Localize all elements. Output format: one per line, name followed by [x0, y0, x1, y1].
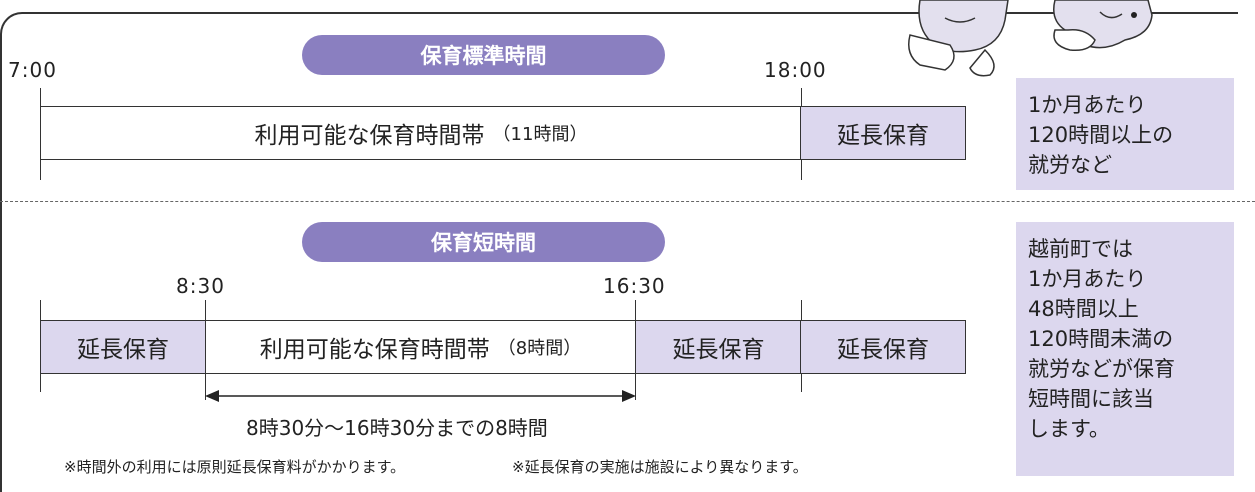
short-note-line: 就労などが保育	[1028, 357, 1175, 381]
standard-note-line: 就労など	[1028, 153, 1112, 177]
footnote-right: ※延長保育の実施は施設により異なります。	[512, 458, 808, 476]
character-illustration	[908, 0, 1153, 77]
short-note-line: 越前町では	[1028, 237, 1133, 261]
standard-main-hours: （11時間）	[492, 124, 588, 145]
standard-extension-bar: 延長保育	[800, 106, 966, 160]
short-extension-right-bar: 延長保育	[800, 320, 966, 374]
standard-title-pill: 保育標準時間	[302, 35, 665, 75]
short-time-start: 8:30	[176, 274, 225, 298]
span-caption: 8時30分〜16時30分までの8時間	[246, 416, 548, 440]
standard-note-line: 120時間以上の	[1028, 123, 1174, 147]
short-main-bar: 利用可能な保育時間帯 （8時間）	[205, 320, 636, 374]
character-left	[908, 0, 1009, 77]
short-extension-right-label: 延長保育	[837, 337, 929, 363]
footnote-left: ※時間外の利用には原則延長保育料がかかります。	[64, 458, 406, 476]
diagram-frame	[0, 12, 1238, 492]
standard-time-end: 18:00	[764, 58, 827, 82]
standard-extension-label: 延長保育	[837, 123, 929, 149]
short-extension-mid-label: 延長保育	[672, 337, 765, 363]
short-extension-mid-bar: 延長保育	[635, 320, 802, 374]
short-note-line: 120時間未満の	[1028, 327, 1174, 351]
short-main-hours: （8時間）	[497, 338, 582, 359]
short-extension-left-label: 延長保育	[77, 337, 169, 363]
section-divider	[0, 201, 1255, 202]
short-note-line: 1か月あたり	[1028, 267, 1147, 291]
standard-title: 保育標準時間	[420, 44, 547, 68]
short-note-line: します。	[1028, 417, 1110, 441]
short-note-line: 短時間に該当	[1028, 387, 1154, 411]
short-main-label: 利用可能な保育時間帯	[259, 337, 490, 363]
standard-main-bar: 利用可能な保育時間帯 （11時間）	[40, 106, 802, 160]
span-arrow	[205, 390, 636, 402]
character-right	[1053, 0, 1153, 52]
standard-note-box: 1か月あたり 120時間以上の 就労など	[1016, 78, 1234, 190]
short-note-line: 48時間以上	[1028, 297, 1139, 321]
standard-note-line: 1か月あたり	[1028, 93, 1147, 117]
short-extension-left-bar: 延長保育	[40, 320, 206, 374]
standard-main-label: 利用可能な保育時間帯	[254, 123, 485, 149]
short-title-pill: 保育短時間	[302, 222, 665, 262]
short-title: 保育短時間	[431, 231, 536, 255]
short-time-end: 16:30	[603, 274, 666, 298]
standard-time-start: 7:00	[8, 58, 57, 82]
short-note-box: 越前町では 1か月あたり 48時間以上 120時間未満の 就労などが保育 短時間…	[1016, 222, 1234, 476]
